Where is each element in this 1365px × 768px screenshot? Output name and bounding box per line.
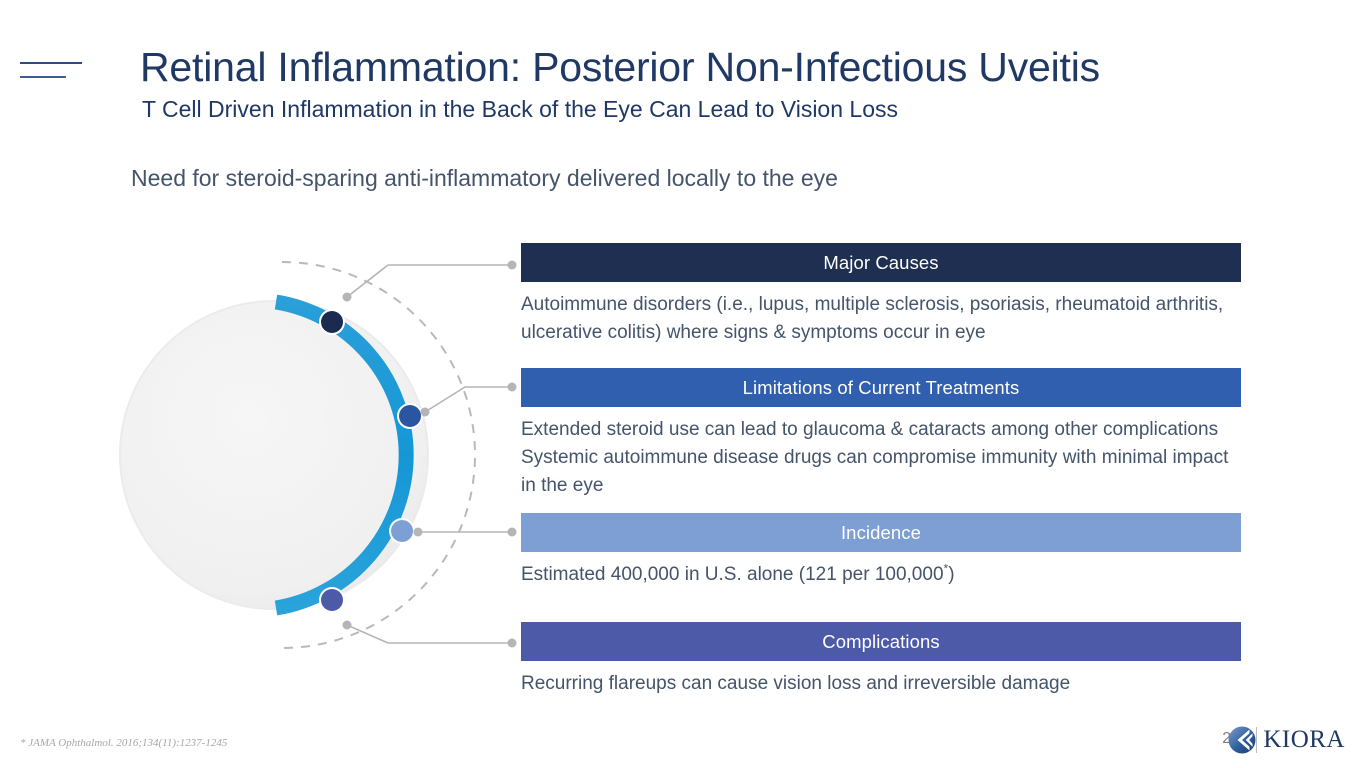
incidence-text: Estimated 400,000 in U.S. alone (121 per…: [521, 564, 944, 585]
arc-dot-limitations-fill: [399, 405, 421, 427]
page-subtitle: T Cell Driven Inflammation in the Back o…: [142, 96, 898, 122]
block-line: Extended steroid use can lead to glaucom…: [521, 419, 1219, 440]
block-header-limitations[interactable]: Limitations of Current Treatments: [521, 368, 1241, 407]
block-line: Systemic autoimmune disease drugs can co…: [521, 447, 1229, 496]
block-complications: Complications Recurring flareups can cau…: [521, 622, 1241, 698]
leader-dot-complications-outer: [507, 638, 517, 648]
leader-dot-complications-inner: [342, 620, 352, 630]
block-body-incidence: Estimated 400,000 in U.S. alone (121 per…: [521, 552, 1241, 589]
citation-footnote: * JAMA Ophthalmol. 2016;134(11):1237-124…: [20, 737, 228, 749]
leader-dot-incidence-outer: [507, 527, 517, 537]
footnote-marker: *: [943, 561, 949, 576]
footer-divider: [1256, 727, 1257, 753]
block-line: Recurring flareups can cause vision loss…: [521, 673, 1071, 694]
eye-globe: [119, 300, 429, 610]
block-header-incidence[interactable]: Incidence: [521, 513, 1241, 552]
leader-dot-incidence-inner: [413, 527, 423, 537]
block-line: Autoimmune disorders (i.e., lupus, multi…: [521, 294, 1224, 343]
decorative-rule-bottom: [20, 76, 66, 78]
decorative-rule-top: [20, 62, 82, 64]
arc-dot-incidence-fill: [391, 520, 413, 542]
block-header-complications[interactable]: Complications: [521, 622, 1241, 661]
leader-dot-limitations-outer: [507, 382, 517, 392]
leader-dot-major-causes-outer: [507, 260, 517, 270]
arc-dot-complications-fill: [321, 589, 343, 611]
arc-dot-major-causes-fill: [321, 311, 343, 333]
page-title: Retinal Inflammation: Posterior Non-Infe…: [140, 44, 1100, 90]
leader-dot-limitations-inner: [420, 407, 430, 417]
kiora-logo-icon: [1228, 726, 1256, 754]
decorative-rules: [20, 62, 90, 88]
leader-line-major-causes: [346, 264, 512, 298]
leader-dot-major-causes-inner: [342, 292, 352, 302]
block-major-causes: Major Causes Autoimmune disorders (i.e.,…: [521, 243, 1241, 347]
leader-line-limitations: [424, 386, 512, 413]
block-line: Estimated 400,000 in U.S. alone (121 per…: [521, 561, 1241, 589]
dashed-outer-arc: [281, 261, 476, 649]
lede-statement: Need for steroid-sparing anti-inflammato…: [131, 165, 838, 191]
brand-lockup: KIORA: [1227, 724, 1345, 756]
brand-wordmark: KIORA: [1263, 726, 1345, 753]
block-limitations-of-current-treatments: Limitations of Current Treatments Extend…: [521, 368, 1241, 500]
incidence-text-suffix: ): [948, 564, 955, 585]
eye-diagram: [100, 240, 540, 670]
block-body-complications: Recurring flareups can cause vision loss…: [521, 661, 1241, 698]
block-body-major-causes: Autoimmune disorders (i.e., lupus, multi…: [521, 282, 1241, 347]
leader-line-complications: [346, 624, 512, 644]
block-incidence: Incidence Estimated 400,000 in U.S. alon…: [521, 513, 1241, 589]
block-body-limitations: Extended steroid use can lead to glaucom…: [521, 407, 1241, 500]
block-header-major-causes[interactable]: Major Causes: [521, 243, 1241, 282]
